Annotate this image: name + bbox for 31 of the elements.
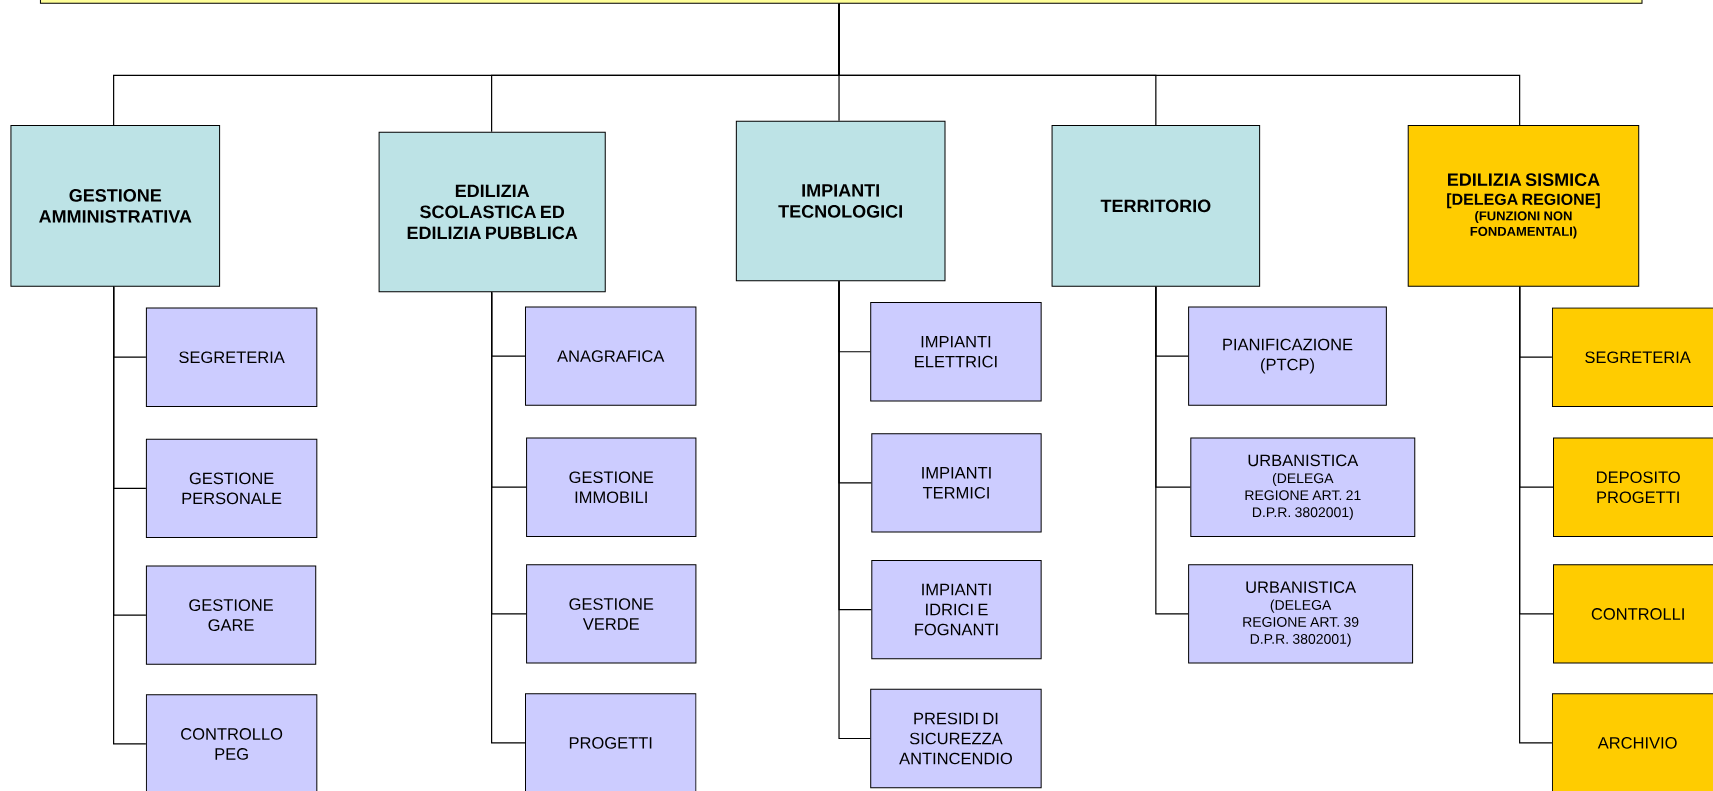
department-box: IMPIANTI TECNOLOGICI — [735, 120, 946, 282]
office-box: CONTROLLO PEG — [145, 694, 318, 791]
department-box: EDILIZIA SISMICA [DELEGA REGIONE] (FUNZIONI NON FONDAMENTALI) — [1407, 125, 1640, 287]
office-box: IMPIANTI IDRICI E FOGNANTI — [871, 559, 1042, 660]
office-box: CONTROLLI — [1553, 564, 1713, 664]
office-box: GESTIONE PERSONALE — [145, 438, 318, 538]
office-box: ARCHIVIO — [1551, 693, 1713, 791]
office-box: DEPOSITO PROGETTI — [1553, 437, 1713, 537]
connector-line — [1519, 286, 1553, 744]
connector-line — [838, 280, 871, 740]
office-box: IMPIANTI TERMICI — [871, 433, 1042, 533]
office-box: GESTIONE IMMOBILI — [526, 437, 697, 537]
office-box: URBANISTICA (DELEGA REGIONE ART. 21 D.P.R. 3802001) — [1190, 437, 1416, 537]
connector-line — [838, 3, 1521, 126]
office-box: URBANISTICA (DELEGA REGIONE ART. 39 D.P.R. 3802001) — [1188, 564, 1414, 664]
connector-line — [113, 286, 147, 745]
connector-line — [1155, 286, 1189, 615]
office-box: IMPIANTI ELETTRICI — [870, 302, 1042, 402]
office-box: PIANIFICAZIONE (PTCP) — [1188, 306, 1387, 406]
department-box: GESTIONE AMMINISTRATIVA — [10, 125, 221, 287]
office-box: GESTIONE VERDE — [526, 564, 697, 664]
office-box: PRESIDI DI SICUREZZA ANTINCENDIO — [870, 688, 1042, 789]
connector-line — [491, 291, 526, 744]
office-box: GESTIONE GARE — [145, 565, 317, 665]
office-box: PROGETTI — [525, 693, 697, 791]
office-box: ANAGRAFICA — [525, 306, 697, 406]
department-box: EDILIZIA SCOLASTICA ED EDILIZIA PUBBLICA — [378, 131, 606, 293]
title-box — [39, 0, 1643, 4]
department-box: TERRITORIO — [1051, 125, 1261, 287]
office-box: SEGRETERIA — [1551, 307, 1713, 407]
office-box: SEGRETERIA — [145, 307, 318, 407]
